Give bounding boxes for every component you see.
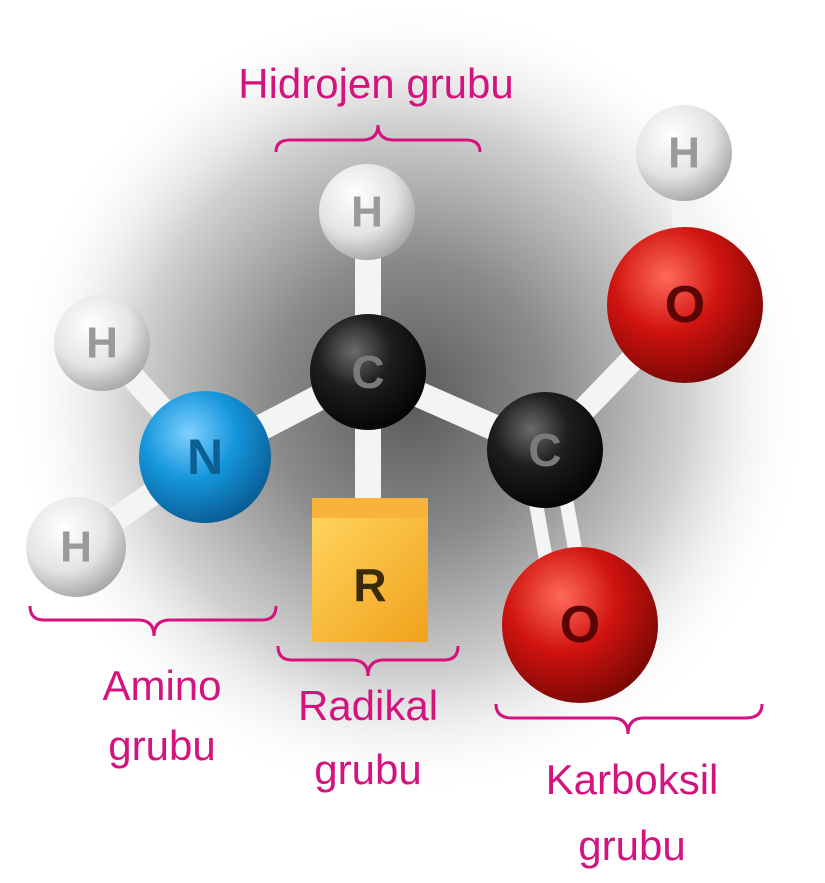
radical-block: R [312,498,428,642]
label-radical-group-line2: grubu [314,746,421,793]
atom-h-top: H [319,164,415,260]
label-radical-group-line1: Radikal [298,682,438,729]
atom-h-carboxyl: H [636,105,732,201]
label-carboxyl-group-line1: Karboksil [546,756,719,803]
atom-c-carboxyl-symbol: C [528,424,561,476]
brace-carboxyl [494,703,764,735]
atom-o-hydroxyl: O [607,227,763,383]
brace-radical [276,645,460,677]
braces [28,124,764,735]
atom-h-amino-lower: H [26,497,126,597]
brace-hydrogen [274,124,482,153]
atom-c-carboxyl: C [487,392,603,508]
label-amino-group-line1: Amino [102,662,221,709]
label-carboxyl-group-line2: grubu [578,822,685,869]
atom-n-amino: N [139,391,271,523]
label-hydrogen-group: Hidrojen grubu [238,60,514,107]
atom-h-amino-lower-symbol: H [60,523,92,572]
atom-o-double-symbol: O [560,596,600,654]
atom-h-carboxyl-symbol: H [668,129,700,178]
atom-h-amino-upper-symbol: H [86,319,118,368]
atom-h-top-symbol: H [351,188,383,237]
atom-c-alpha: C [310,314,426,430]
brace-amino [28,605,278,637]
atom-n-amino-symbol: N [187,429,223,485]
atom-c-alpha-symbol: C [351,346,384,398]
atom-h-amino-upper: H [54,295,150,391]
label-amino-group-line2: grubu [108,722,215,769]
atom-o-double: O [502,547,658,703]
radical-symbol: R [353,559,386,611]
atom-o-hydroxyl-symbol: O [665,276,705,334]
